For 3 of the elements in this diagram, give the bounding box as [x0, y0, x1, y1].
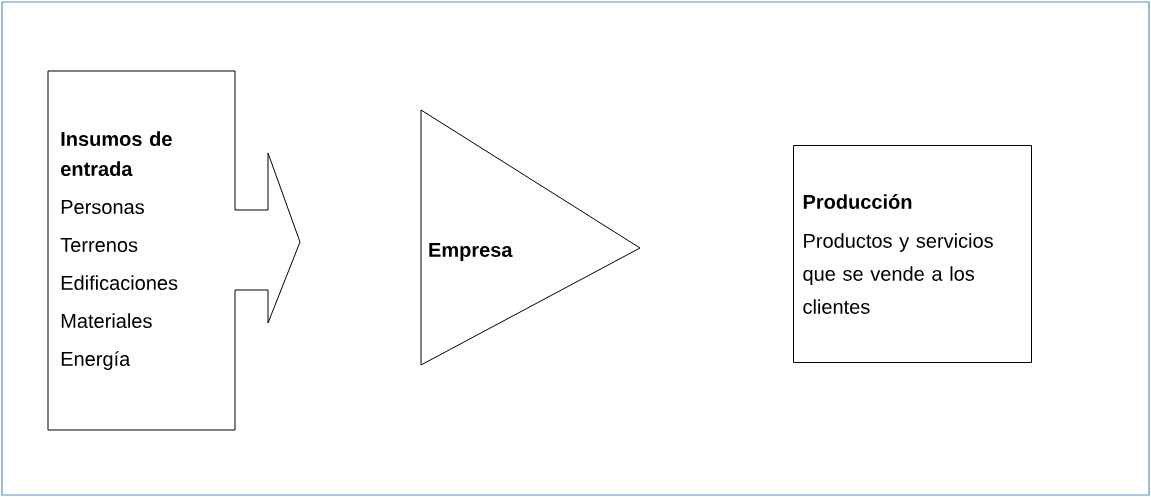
- output-box: Producción Productos y servicios que se vende a los clientes: [793, 145, 1032, 363]
- triangle: Empresa: [420, 109, 641, 366]
- input-arrow-box: Insumos de entrada Personas Terrenos Edificaciones Materiales Energía: [47, 70, 301, 431]
